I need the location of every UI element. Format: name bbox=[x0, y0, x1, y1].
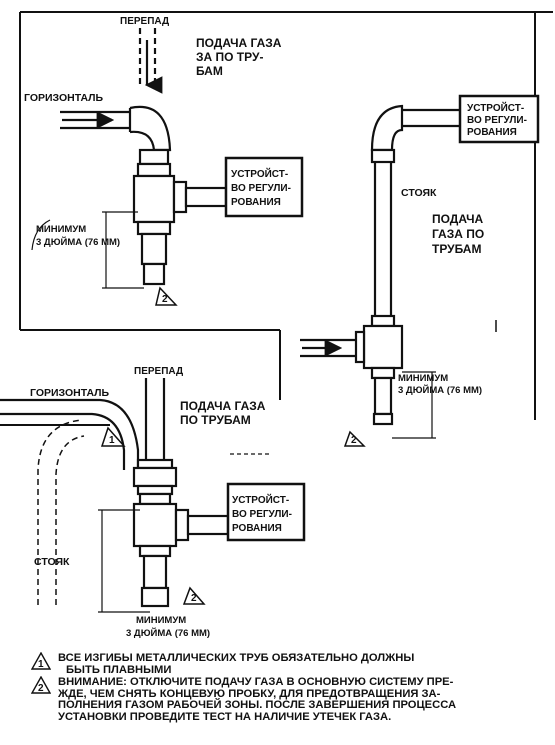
gas-supply-right-line-3: ТРУБАМ bbox=[432, 242, 481, 256]
note-1-line-1: ВСЕ ИЗГИБЫ МЕТАЛЛИЧЕСКИХ ТРУБ ОБЯЗАТЕЛЬН… bbox=[58, 652, 415, 664]
gas-supply-bottom-line-1: ПОДАЧА ГАЗА bbox=[180, 399, 266, 413]
bottom-minimum-dim bbox=[98, 509, 150, 613]
bottom-assembly bbox=[0, 378, 306, 608]
bottom-note-marker-1-triangle: 1 bbox=[100, 426, 126, 447]
gas-supply-line-2: ЗА ПО ТРУ- bbox=[196, 50, 263, 64]
notes-section: 1 ВСЕ ИЗГИБЫ МЕТАЛЛИЧЕСКИХ ТРУБ ОБЯЗАТЕЛ… bbox=[31, 652, 550, 724]
riser-label: СТОЯК bbox=[34, 556, 70, 568]
note-marker-label: 1 bbox=[109, 435, 115, 446]
minimum-label-line-1: МИНИМУМ bbox=[136, 615, 186, 626]
horizontal-label: ГОРИЗОНТАЛЬ bbox=[30, 387, 110, 399]
note-2-line-4: УСТАНОВКИ ПРОВЕДИТЕ ТЕСТ НА НАЛИЧИЕ УТЕЧ… bbox=[58, 710, 392, 723]
note-1-line-2: БЫТЬ ПЛАВНЫМИ bbox=[66, 663, 172, 676]
note-marker-label: 2 bbox=[38, 683, 44, 694]
minimum-label-line-2: 3 ДЮЙМА (76 ММ) bbox=[36, 236, 120, 248]
right-assembly bbox=[300, 94, 540, 426]
note-marker-label: 1 bbox=[38, 659, 44, 670]
drop-label: ПЕРЕПАД bbox=[120, 16, 169, 27]
minimum-label-line-1: МИНИМУМ bbox=[36, 224, 86, 235]
bottom-note-marker-2-triangle: 2 bbox=[182, 586, 206, 605]
gas-supply-right-line-2: ГАЗА ПО bbox=[432, 227, 484, 241]
minimum-label-line-1: МИНИМУМ bbox=[398, 373, 448, 384]
minimum-label-line-2: 3 ДЮЙМА (76 ММ) bbox=[398, 384, 482, 396]
control-label-line-1: УСТРОЙСТ- bbox=[231, 167, 288, 180]
note-1: 1 ВСЕ ИЗГИБЫ МЕТАЛЛИЧЕСКИХ ТРУБ ОБЯЗАТЕЛ… bbox=[31, 652, 550, 676]
control-label-line-2: ВО РЕГУЛИ- bbox=[232, 509, 292, 520]
control-label-line-1: УСТРОЙСТ- bbox=[467, 101, 524, 114]
note-2: 2 ВНИМАНИЕ: ОТКЛЮЧИТЕ ПОДАЧУ ГАЗА В ОСНО… bbox=[31, 676, 550, 723]
control-label-line-2: ВО РЕГУЛИ- bbox=[231, 183, 291, 194]
gas-supply-right-line-1: ПОДАЧА bbox=[432, 212, 484, 226]
note-2-line-3: ПОЛНЕНИЯ ГАЗОМ РАБОЧЕЙ ЗОНЫ. ПОСЛЕ ЗАВЕР… bbox=[58, 699, 457, 712]
control-label-line-3: РОВАНИЯ bbox=[231, 197, 281, 208]
gas-supply-line-1: ПОДАЧА ГАЗА bbox=[196, 36, 282, 50]
note-marker-label: 2 bbox=[162, 294, 168, 305]
right-minimum-dim bbox=[392, 371, 436, 439]
top-left-bracket bbox=[31, 219, 51, 251]
note-2-line-2: ЖДЕ, ЧЕМ СНЯТЬ КОНЦЕВУЮ ПРОБКУ, ДЛЯ ПРЕД… bbox=[58, 687, 441, 700]
minimum-label-line-2: 3 ДЮЙМА (76 ММ) bbox=[126, 627, 210, 639]
gas-supply-bottom-line-2: ПО ТРУБАМ bbox=[180, 413, 251, 427]
panel-frame bbox=[0, 11, 553, 426]
note-marker-label: 2 bbox=[351, 435, 357, 446]
control-label-line-2: ВО РЕГУЛИ- bbox=[467, 115, 527, 126]
control-label-line-1: УСТРОЙСТ- bbox=[232, 493, 289, 506]
note-1-marker: 1 bbox=[31, 652, 51, 670]
riser-label: СТОЯК bbox=[401, 187, 437, 199]
note-2-marker: 2 bbox=[31, 676, 51, 694]
drop-label: ПЕРЕПАД bbox=[134, 366, 183, 377]
control-label-line-3: РОВАНИЯ bbox=[467, 127, 517, 138]
note-marker-label: 2 bbox=[191, 593, 197, 604]
top-left-minimum-dim bbox=[102, 211, 144, 289]
horizontal-label: ГОРИЗОНТАЛЬ bbox=[24, 92, 104, 104]
right-note-marker-triangle: 2 bbox=[343, 430, 366, 447]
gas-supply-line-3: БАМ bbox=[196, 64, 223, 78]
note-marker-triangle: 2 bbox=[155, 286, 178, 306]
control-label-line-3: РОВАНИЯ bbox=[232, 523, 282, 534]
note-2-line-1: ВНИМАНИЕ: ОТКЛЮЧИТЕ ПОДАЧУ ГАЗА В ОСНОВН… bbox=[58, 676, 454, 689]
top-left-assembly bbox=[60, 28, 304, 286]
